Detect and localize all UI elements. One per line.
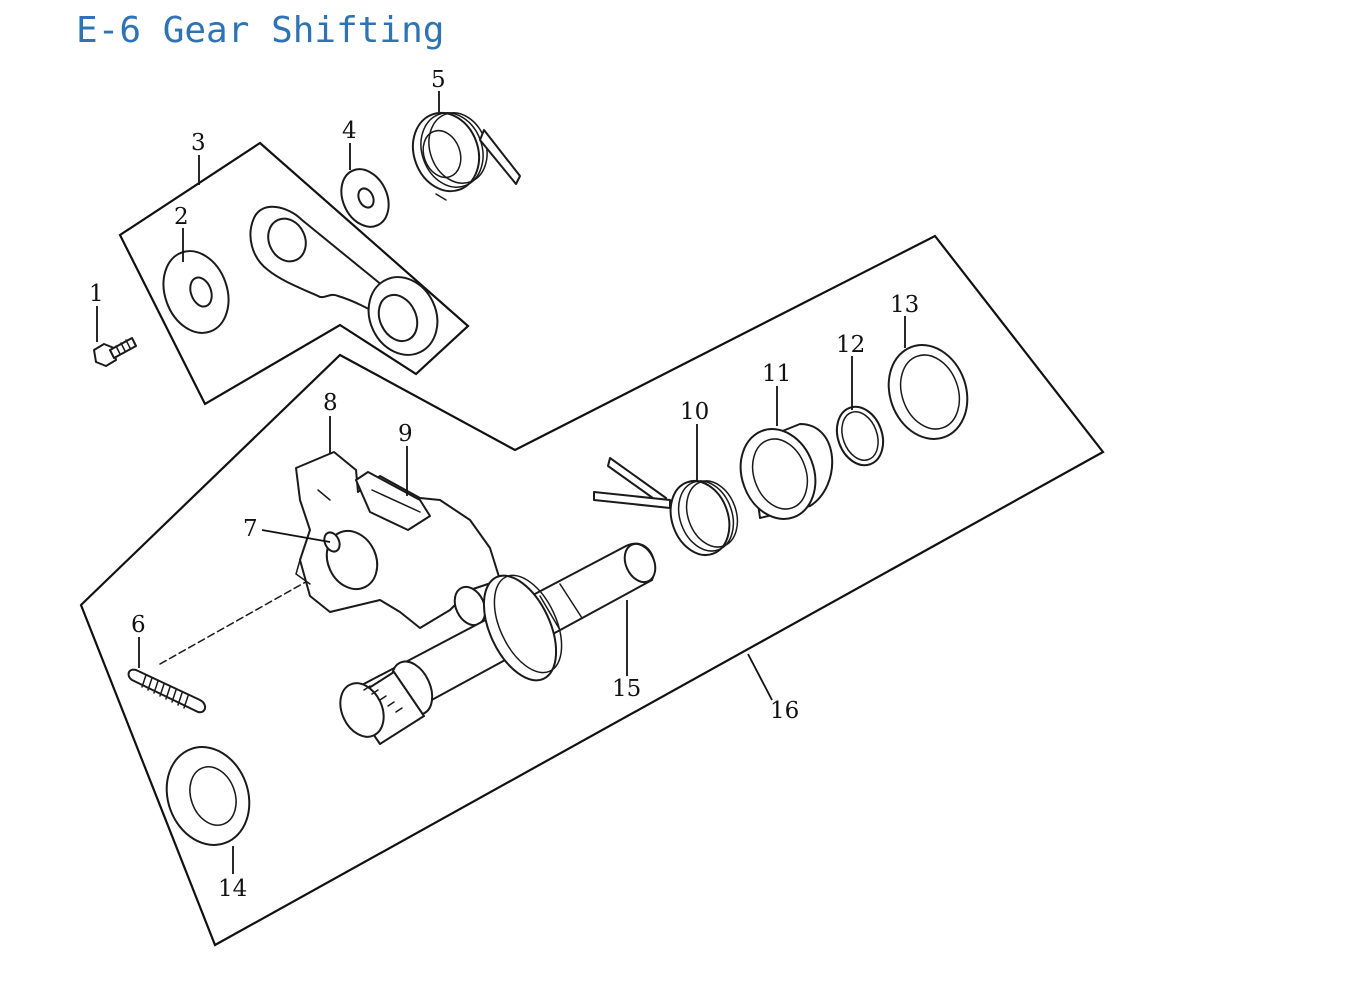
group-outline-16 <box>79 234 1105 947</box>
leader-lines <box>96 91 906 874</box>
callout-4: 4 <box>342 118 357 144</box>
callout-1: 1 <box>89 281 104 307</box>
part-4-washer[interactable] <box>332 162 397 235</box>
callout-labels: 1 2 3 4 5 6 7 8 9 10 11 12 13 14 15 16 <box>89 67 919 902</box>
part-15-shift-shaft[interactable] <box>332 539 661 745</box>
callout-2: 2 <box>174 204 189 230</box>
callout-3: 3 <box>191 130 206 156</box>
part-1-bolt[interactable] <box>93 337 137 367</box>
callout-11: 11 <box>762 361 791 387</box>
callout-8: 8 <box>323 390 338 416</box>
callout-7: 7 <box>243 516 258 542</box>
page-title: E-6 Gear Shifting <box>76 10 445 51</box>
callout-6: 6 <box>131 612 146 638</box>
part-3-shift-lever[interactable] <box>249 205 449 366</box>
callout-12: 12 <box>836 332 865 358</box>
part-5-torsion-spring[interactable] <box>402 103 521 201</box>
part-14-oil-seal[interactable] <box>153 735 262 856</box>
callout-9: 9 <box>398 421 413 447</box>
callout-10: 10 <box>680 399 709 425</box>
callout-13: 13 <box>890 292 919 318</box>
part-6-spring[interactable] <box>127 668 206 714</box>
callout-15: 15 <box>612 676 641 702</box>
part-2-washer[interactable] <box>153 242 240 342</box>
callout-5: 5 <box>431 67 446 93</box>
group-outline-3 <box>118 141 470 406</box>
part-10-return-spring[interactable] <box>593 457 746 563</box>
callout-16: 16 <box>770 698 799 724</box>
part-7-pin[interactable] <box>321 530 342 554</box>
part-12-circlip[interactable] <box>829 400 891 471</box>
callout-14: 14 <box>218 876 247 902</box>
part-11-bushing[interactable] <box>728 418 834 529</box>
part-13-washer[interactable] <box>876 334 980 450</box>
part-9-pawl[interactable] <box>355 471 431 531</box>
